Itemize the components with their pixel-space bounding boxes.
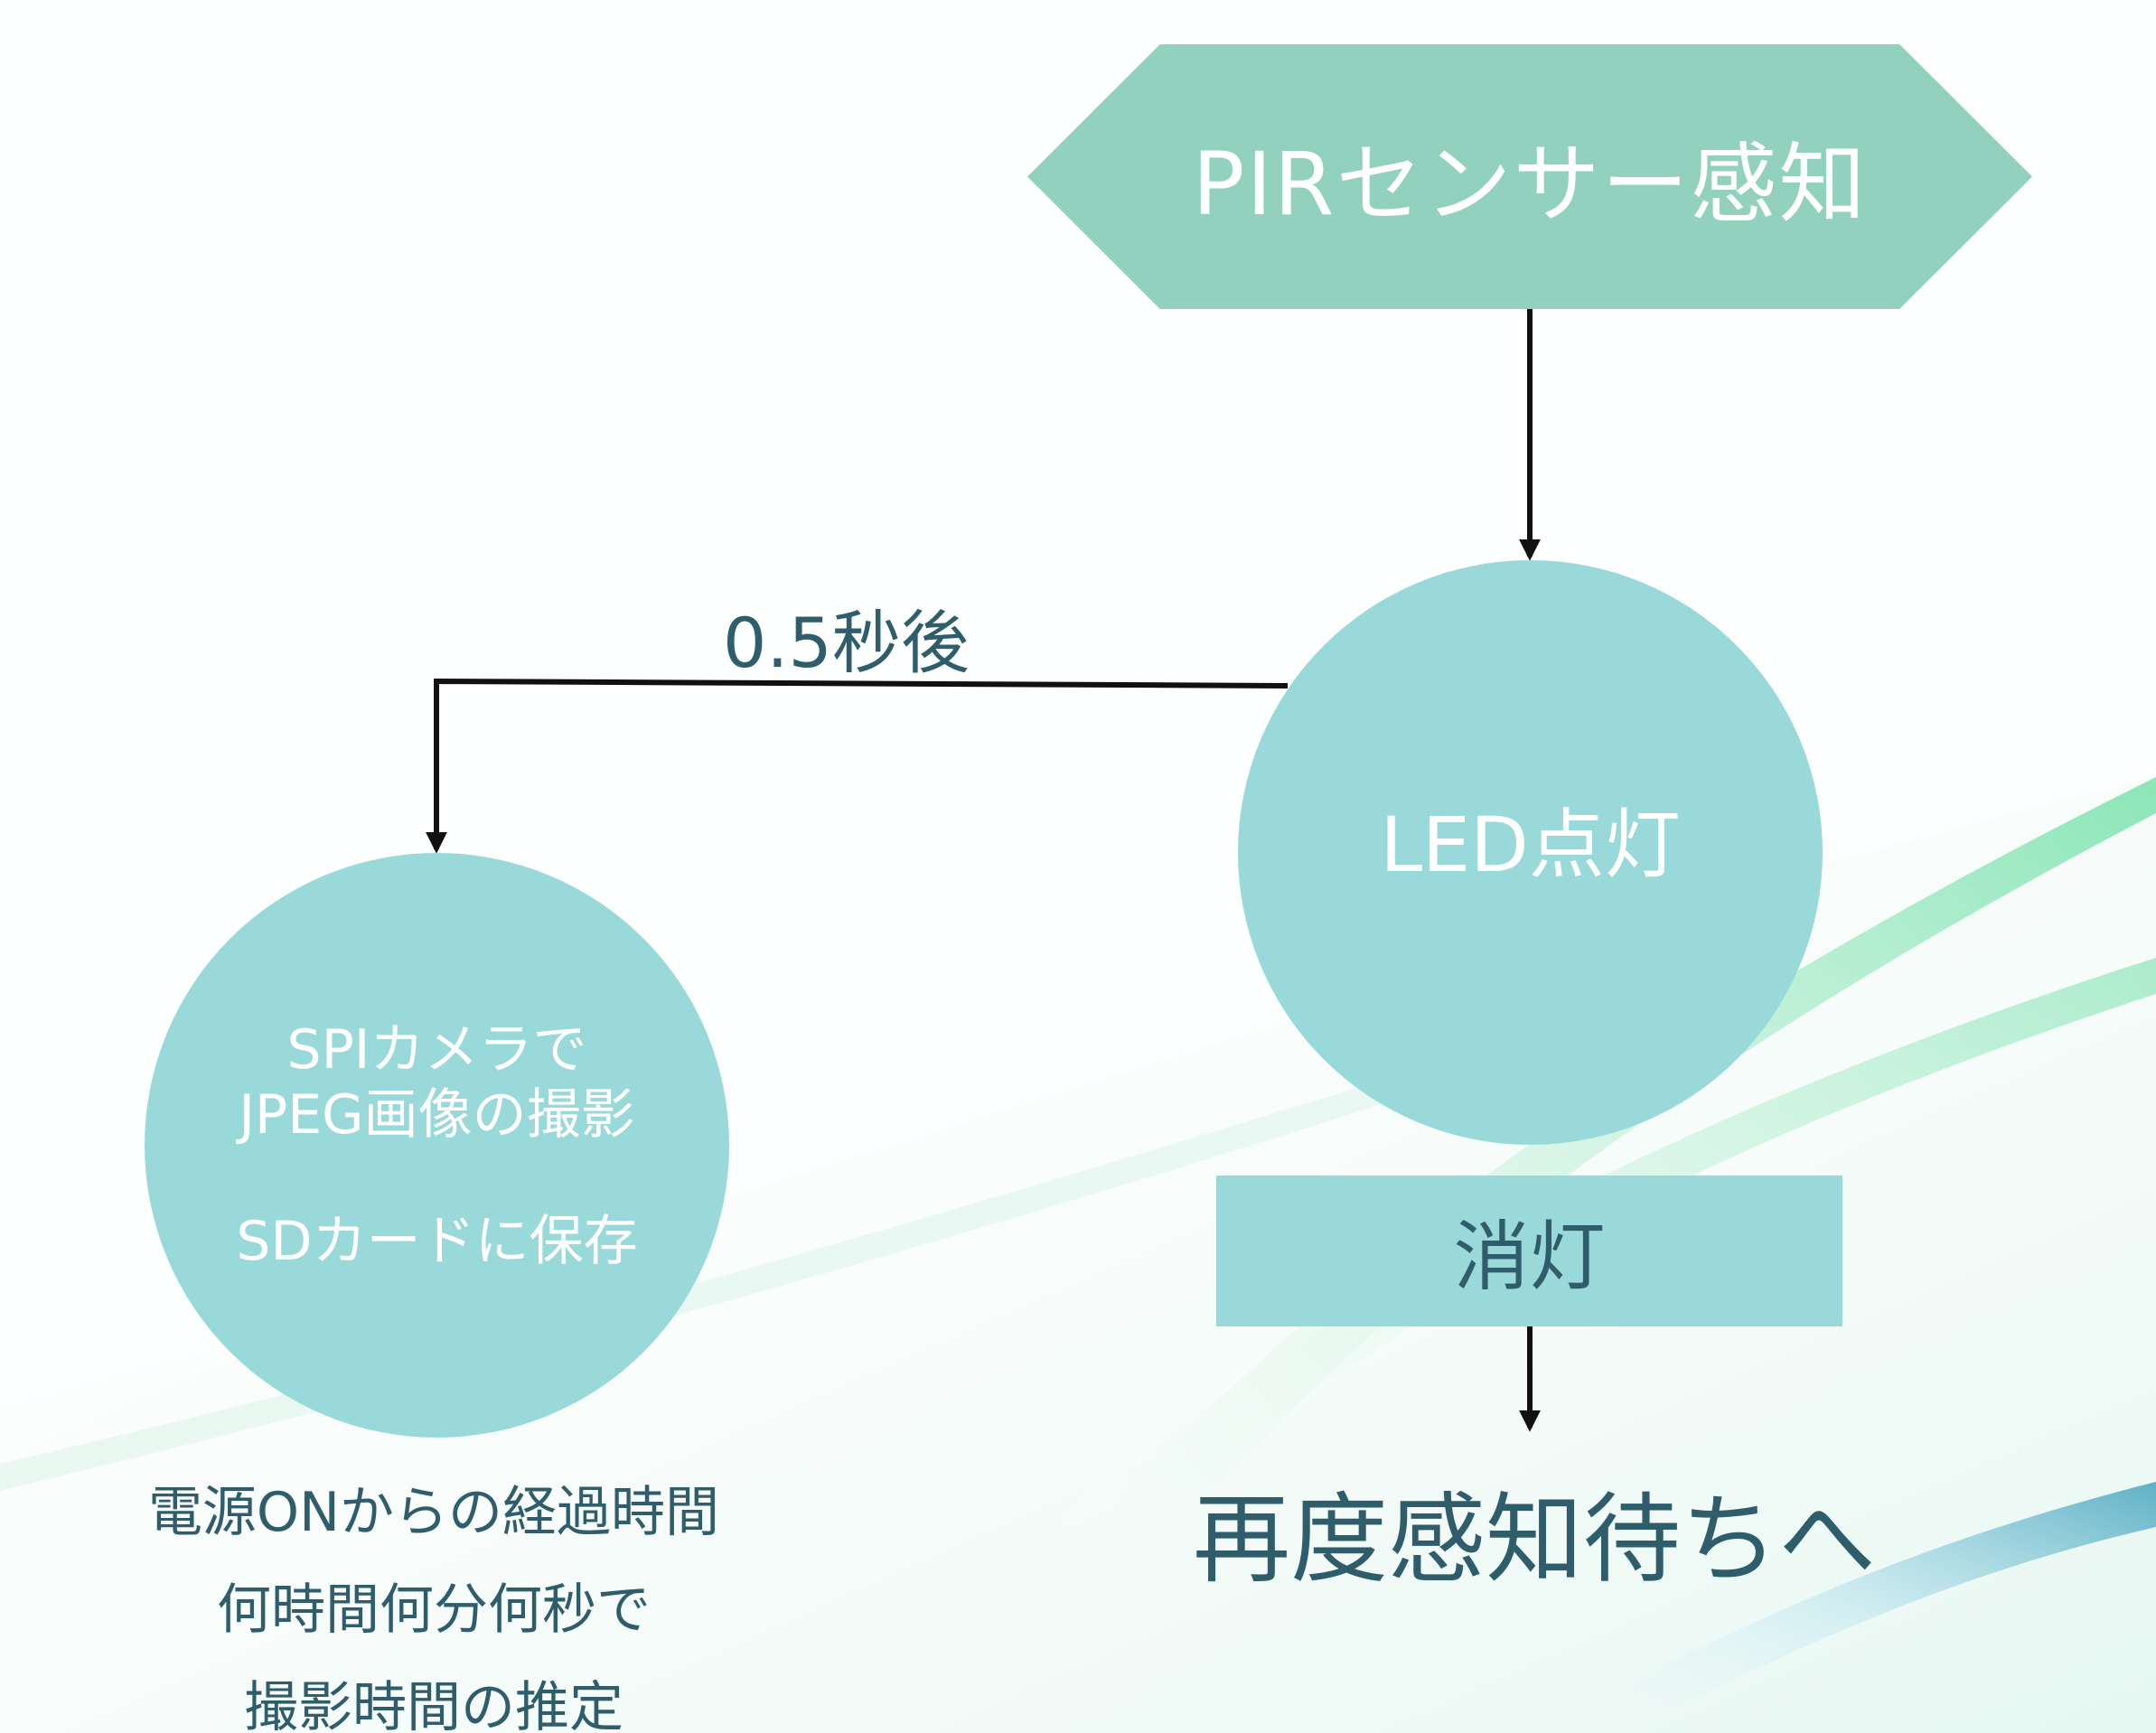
background-stripe-green-2 bbox=[1039, 958, 2156, 1572]
led-on-node: LED点灯 bbox=[1238, 560, 1823, 1145]
camera-capture-node: SPIカメラで JPEG画像の撮影 SDカードに保存 bbox=[145, 853, 729, 1438]
background-stripe-teal bbox=[1536, 1482, 2156, 1733]
background-stripe-green bbox=[949, 777, 2156, 1733]
note-line-3: 撮影時間の推定 bbox=[244, 1676, 623, 1733]
delay-label: 0.5秒後 bbox=[723, 603, 970, 683]
led-off-label: 消灯 bbox=[1453, 1213, 1606, 1301]
arrow-led-to-camera bbox=[426, 678, 1289, 854]
camera-line-2: JPEG画像の撮影 bbox=[239, 1082, 635, 1147]
pir-sensor-label: PIRセンサー感知 bbox=[1192, 134, 1868, 235]
led-off-node: 消灯 bbox=[1216, 1176, 1842, 1326]
pir-sensor-node: PIRセンサー感知 bbox=[1027, 44, 2032, 309]
note-line-1: 電源ONからの経過時間 bbox=[147, 1481, 720, 1544]
led-on-label: LED点灯 bbox=[1380, 801, 1681, 889]
sd-save-line: SDカードに保存 bbox=[236, 1209, 638, 1273]
timestamp-note: 電源ONからの経過時間 何時間何分何秒で 撮影時間の推定 bbox=[99, 1464, 768, 1733]
camera-line-1: SPIカメラで bbox=[286, 1017, 587, 1082]
note-line-2: 何時間何分何秒で bbox=[217, 1578, 651, 1642]
wait-again-label: 再度感知待ちへ bbox=[1193, 1484, 1877, 1597]
